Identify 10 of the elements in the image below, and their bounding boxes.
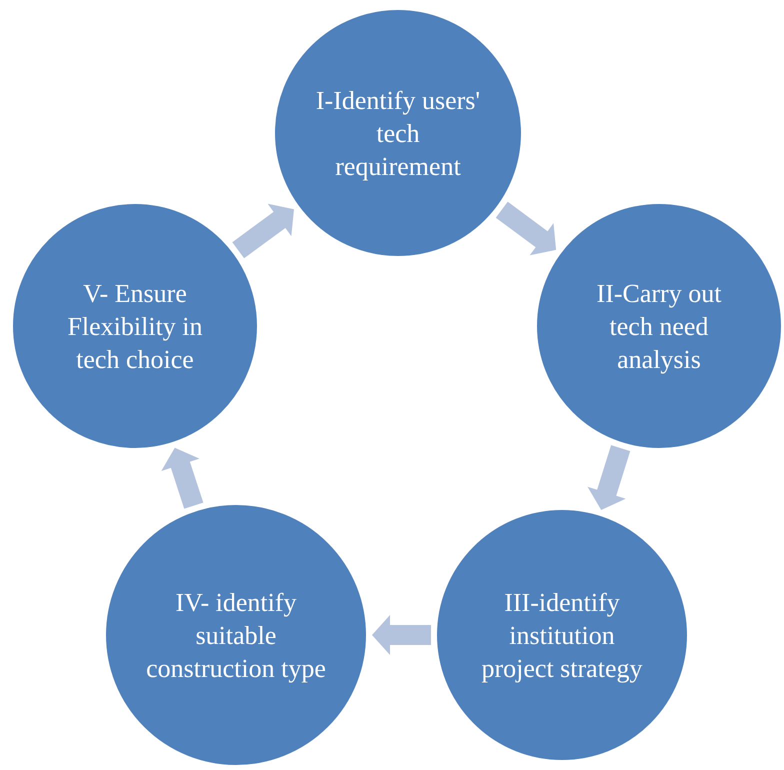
block-arrow xyxy=(588,445,630,510)
block-arrow xyxy=(496,202,556,256)
block-arrow xyxy=(161,448,204,509)
block-arrow xyxy=(232,204,294,258)
step-label: II-Carry out tech need analysis xyxy=(596,278,722,376)
step-label: V- Ensure Flexibility in tech choice xyxy=(66,278,204,376)
step-label: I-Identify users' tech requirement xyxy=(314,84,482,182)
step-label: IV- identify suitable construction type xyxy=(146,586,326,684)
block-arrow xyxy=(372,615,431,655)
step-label: III-identify institution project strategy xyxy=(480,586,644,684)
